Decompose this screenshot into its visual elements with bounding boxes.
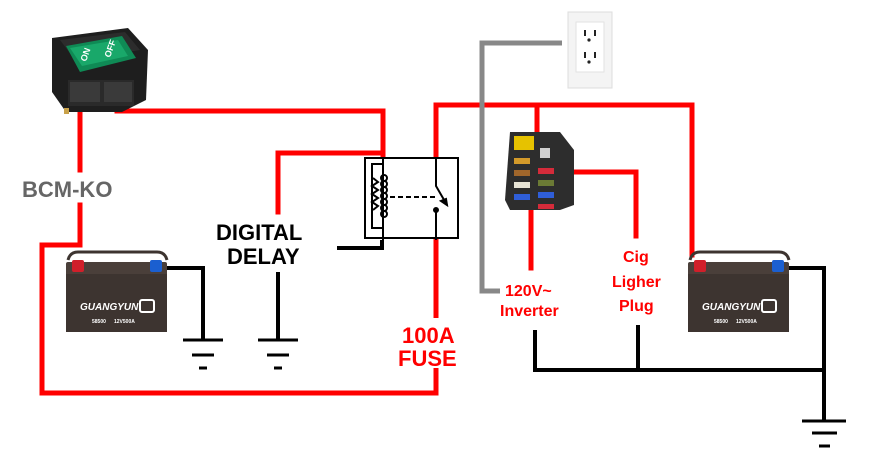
- relay-contact-arm: [435, 158, 448, 206]
- battery1-negative-terminal: [150, 260, 162, 272]
- blade-fuses: [514, 158, 554, 209]
- fuse-label-line1: 100A: [402, 323, 455, 348]
- fuse-block: [505, 132, 574, 210]
- battery1-model: 58500: [92, 319, 106, 325]
- wire-relay-to-bus: [433, 102, 695, 258]
- wire-switch-to-relay: [114, 108, 386, 163]
- ground-wires: [163, 240, 826, 420]
- battery1-positive-terminal: [72, 260, 84, 272]
- rocker-switch: ON OFF: [52, 28, 148, 114]
- inverter-label-line1: 120V~: [505, 283, 552, 300]
- wire-switch-lower: [39, 202, 439, 396]
- battery-1: GUANGYUN 58500 12V500A: [66, 250, 169, 332]
- battery2-brand: GUANGYUN: [702, 302, 761, 313]
- battery1-rating: 12V500A: [114, 319, 135, 325]
- positive-wires: [39, 102, 695, 396]
- fuse-label-line2: FUSE: [398, 346, 457, 371]
- relay-coil: [380, 158, 388, 240]
- cig-plug-label-line2: Ligher: [612, 274, 661, 291]
- inverter-label-line2: Inverter: [500, 303, 559, 320]
- switch-on-text: ON: [78, 47, 92, 63]
- ground-symbol-3: [802, 419, 846, 448]
- ground-symbol-2: [258, 338, 298, 370]
- wire-delay-to-relay: [275, 150, 385, 215]
- wire-fuseblock-to-cig: [569, 169, 639, 239]
- cig-plug-label-line3: Plug: [619, 298, 654, 315]
- wire-battery2-negative: [785, 266, 826, 420]
- ac-outlet: [567, 11, 613, 89]
- battery2-rating: 12V500A: [736, 319, 757, 325]
- relay-resistor: [370, 177, 380, 211]
- cig-plug-label-line1: Cig: [623, 249, 649, 266]
- battery2-positive-terminal: [694, 260, 706, 272]
- wire-delay-to-relay-coil: [337, 240, 384, 250]
- digital-delay-label-line2: DELAY: [227, 244, 300, 269]
- ground-symbol-1: [183, 338, 223, 370]
- relay: [364, 157, 459, 240]
- wire-ac-outlet: [479, 40, 562, 294]
- battery1-brand: GUANGYUN: [80, 302, 139, 313]
- battery2-negative-terminal: [772, 260, 784, 272]
- wire-battery1-negative: [163, 266, 205, 340]
- switch-label: BCM-KO: [22, 177, 112, 202]
- digital-delay-label-line1: DIGITAL: [216, 220, 302, 245]
- battery2-model: 58500: [714, 319, 728, 325]
- battery-2: GUANGYUN 58500 12V500A: [688, 250, 791, 332]
- wire-inverter-ground: [533, 330, 824, 372]
